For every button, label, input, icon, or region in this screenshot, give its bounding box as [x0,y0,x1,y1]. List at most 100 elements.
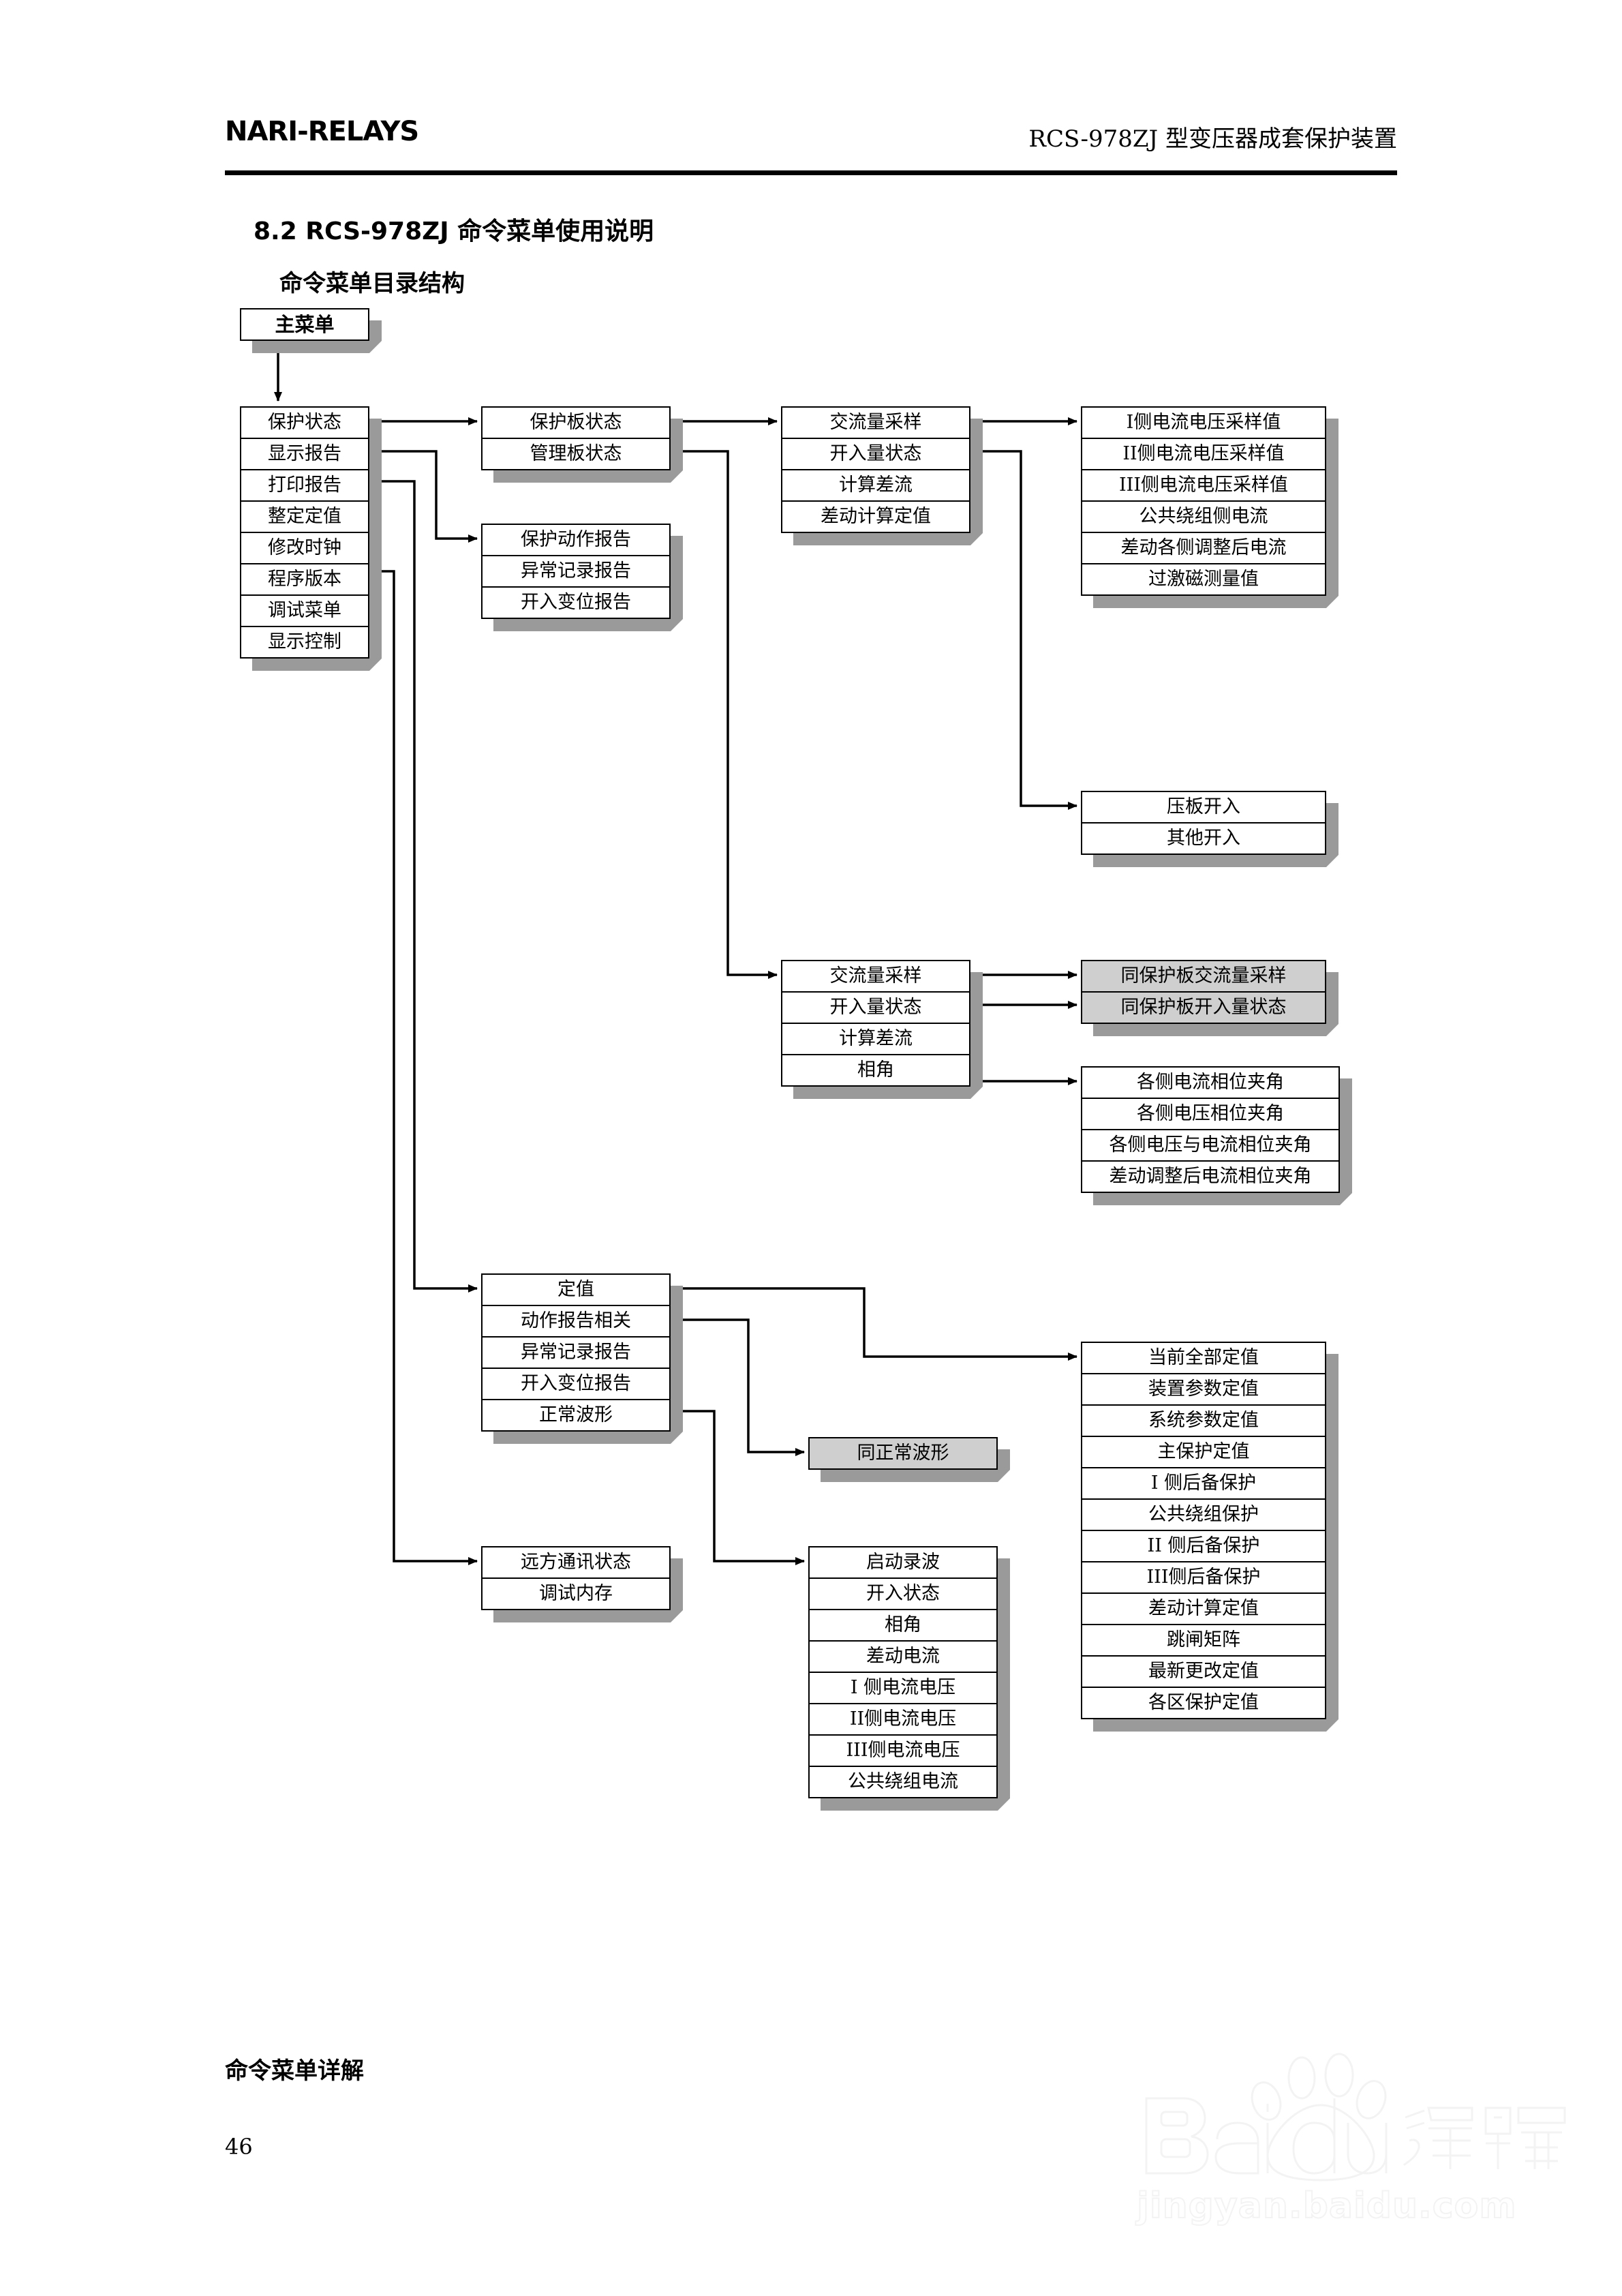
menu-item-all-current-settings[interactable]: 当前全部定值 [1082,1343,1325,1374]
menu-item-remote-comm-status[interactable]: 远方通讯状态 [483,1547,669,1579]
node-group-same-board: 同保护板交流量采样 同保护板开入量状态 [1081,960,1326,1024]
menu-item-side-voltage-phase-angle[interactable]: 各侧电压相位夹角 [1082,1099,1338,1130]
node-group-binary-inputs: 压板开入 其他开入 [1081,791,1326,855]
menu-item-setting-value[interactable]: 定值 [483,1275,669,1306]
menu-item-debug-menu[interactable]: 调试菜单 [241,596,368,627]
node-group-main-menu: 主菜单 [240,308,369,341]
box-stack: 保护板状态 管理板状态 [481,406,671,470]
menu-item-trip-matrix[interactable]: 跳闸矩阵 [1082,1625,1325,1657]
menu-item-start-wave-record[interactable]: 启动录波 [810,1547,996,1579]
header-document-title: RCS-978ZJ 型变压器成套保护装置 [1028,125,1397,153]
menu-item-common-winding-current[interactable]: 公共绕组侧电流 [1082,502,1325,533]
menu-item-protection-action-report[interactable]: 保护动作报告 [483,525,669,556]
box-stack: 各侧电流相位夹角 各侧电压相位夹角 各侧电压与电流相位夹角 差动调整后电流相位夹… [1081,1066,1340,1193]
menu-item-side1-current-voltage-sample[interactable]: I侧电流电压采样值 [1082,408,1325,439]
menu-item-diff-calc-settings-2[interactable]: 差动计算定值 [1082,1594,1325,1625]
menu-item-ac-sampling[interactable]: 交流量采样 [782,408,969,439]
menu-item-side2-current-voltage-sample[interactable]: II侧电流电压采样值 [1082,439,1325,470]
menu-item-same-normal-waveform[interactable]: 同正常波形 [810,1438,996,1468]
menu-item-main-protection-settings[interactable]: 主保护定值 [1082,1437,1325,1468]
menu-item-action-report-related[interactable]: 动作报告相关 [483,1306,669,1338]
box-stack: 启动录波 开入状态 相角 差动电流 I 侧电流电压 II侧电流电压 III侧电流… [808,1546,998,1798]
menu-item-modify-clock[interactable]: 修改时钟 [241,533,368,564]
menu-item-protection-board-status[interactable]: 保护板状态 [483,408,669,439]
menu-item-device-param-settings[interactable]: 装置参数定值 [1082,1374,1325,1406]
menu-item-diff-adjusted-current-phase-angle[interactable]: 差动调整后电流相位夹角 [1082,1162,1338,1192]
menu-item-side-current-phase-angle[interactable]: 各侧电流相位夹角 [1082,1068,1338,1099]
menu-item-other-input[interactable]: 其他开入 [1082,824,1325,854]
menu-item-management-board-status[interactable]: 管理板状态 [483,439,669,469]
menu-item-binary-change-report[interactable]: 开入变位报告 [483,588,669,618]
menu-item-binary-input-status[interactable]: 开入量状态 [782,439,969,470]
node-group-print-items: 定值 动作报告相关 异常记录报告 开入变位报告 正常波形 [481,1273,671,1432]
menu-item-phase-angle-2[interactable]: 相角 [810,1610,996,1642]
menu-item-normal-waveform[interactable]: 正常波形 [483,1400,669,1430]
node-group-board-status: 保护板状态 管理板状态 [481,406,671,470]
menu-item-side2-backup-protection[interactable]: II 侧后备保护 [1082,1531,1325,1562]
menu-item-differential-current[interactable]: 差动电流 [810,1642,996,1673]
menu-item-abnormal-record-report-2[interactable]: 异常记录报告 [483,1338,669,1369]
menu-item-side2-current-voltage[interactable]: II侧电流电压 [810,1704,996,1736]
menu-item-overexcitation-measurement[interactable]: 过激磁测量值 [1082,564,1325,594]
menu-item-diff-adjusted-current[interactable]: 差动各侧调整后电流 [1082,533,1325,564]
baidu-logo-icon [1145,2053,1566,2181]
box-stack: 交流量采样 开入量状态 计算差流 差动计算定值 [781,406,970,533]
box-stack: 主菜单 [240,308,369,341]
node-group-phase-angles: 各侧电流相位夹角 各侧电压相位夹角 各侧电压与电流相位夹角 差动调整后电流相位夹… [1081,1066,1340,1193]
node-group-level1: 保护状态 显示报告 打印报告 整定定值 修改时钟 程序版本 调试菜单 显示控制 [240,406,369,659]
menu-item-common-winding-current-2[interactable]: 公共绕组电流 [810,1767,996,1797]
box-stack: 交流量采样 开入量状态 计算差流 相角 [781,960,970,1087]
menu-item-same-board-binary-status[interactable]: 同保护板开入量状态 [1082,993,1325,1023]
footer-section-heading: 命令菜单详解 [225,2057,364,2085]
menu-item-protection-status[interactable]: 保护状态 [241,408,368,439]
document-header: NARI-RELAYS RCS-978ZJ 型变压器成套保护装置 [225,115,1397,169]
menu-item-binary-status[interactable]: 开入状态 [810,1579,996,1610]
menu-item-side3-current-voltage[interactable]: III侧电流电压 [810,1736,996,1767]
menu-item-binary-change-report-2[interactable]: 开入变位报告 [483,1369,669,1400]
box-stack: 当前全部定值 装置参数定值 系统参数定值 主保护定值 I 侧后备保护 公共绕组保… [1081,1342,1326,1719]
menu-item-diff-calc-setting[interactable]: 差动计算定值 [782,502,969,532]
box-stack: 保护状态 显示报告 打印报告 整定定值 修改时钟 程序版本 调试菜单 显示控制 [240,406,369,659]
menu-item-ac-sampling-2[interactable]: 交流量采样 [782,961,969,993]
box-stack: I侧电流电压采样值 II侧电流电压采样值 III侧电流电压采样值 公共绕组侧电流… [1081,406,1326,596]
menu-item-side1-backup-protection[interactable]: I 侧后备保护 [1082,1468,1325,1500]
menu-item-debug-memory[interactable]: 调试内存 [483,1579,669,1609]
menu-item-print-report[interactable]: 打印报告 [241,470,368,502]
brand-logo-text: NARI-RELAYS [225,116,419,147]
node-group-wave-record: 启动录波 开入状态 相角 差动电流 I 侧电流电压 II侧电流电压 III侧电流… [808,1546,998,1798]
menu-item-binary-input-status-2[interactable]: 开入量状态 [782,993,969,1024]
menu-item-display-control[interactable]: 显示控制 [241,627,368,657]
menu-item-set-values[interactable]: 整定定值 [241,502,368,533]
menu-item-zone-protection-settings[interactable]: 各区保护定值 [1082,1688,1325,1718]
menu-item-calculated-diff-current[interactable]: 计算差流 [782,470,969,502]
node-group-settings: 当前全部定值 装置参数定值 系统参数定值 主保护定值 I 侧后备保护 公共绕组保… [1081,1342,1326,1719]
menu-item-latest-changed-settings[interactable]: 最新更改定值 [1082,1657,1325,1688]
menu-item-side3-current-voltage-sample[interactable]: III侧电流电压采样值 [1082,470,1325,502]
menu-item-abnormal-record-report[interactable]: 异常记录报告 [483,556,669,588]
page-number: 46 [225,2134,253,2160]
node-group-sampling-values: I侧电流电压采样值 II侧电流电压采样值 III侧电流电压采样值 公共绕组侧电流… [1081,406,1326,596]
menu-item-same-board-ac-sampling[interactable]: 同保护板交流量采样 [1082,961,1325,993]
menu-item-common-winding-protection[interactable]: 公共绕组保护 [1082,1500,1325,1531]
node-group-same-waveform: 同正常波形 [808,1437,998,1470]
node-group-reports: 保护动作报告 异常记录报告 开入变位报告 [481,524,671,619]
menu-item-calculated-diff-current-2[interactable]: 计算差流 [782,1024,969,1055]
menu-item-pressplate-input[interactable]: 压板开入 [1082,792,1325,824]
menu-item-program-version[interactable]: 程序版本 [241,564,368,596]
box-stack: 定值 动作报告相关 异常记录报告 开入变位报告 正常波形 [481,1273,671,1432]
header-divider-rule [225,170,1397,175]
watermark-url: jingyan.baidu.com [1136,2185,1517,2227]
subsection-heading: 命令菜单目录结构 [279,270,465,297]
menu-item-display-report[interactable]: 显示报告 [241,439,368,470]
menu-item-main-menu[interactable]: 主菜单 [241,309,368,339]
box-stack: 同正常波形 [808,1437,998,1470]
menu-item-side1-current-voltage[interactable]: I 侧电流电压 [810,1673,996,1704]
node-group-ac-sampling-1: 交流量采样 开入量状态 计算差流 差动计算定值 [781,406,970,533]
menu-item-side3-backup-protection[interactable]: III侧后备保护 [1082,1562,1325,1594]
menu-item-system-param-settings[interactable]: 系统参数定值 [1082,1406,1325,1437]
baidu-jingyan-watermark: jingyan.baidu.com [1131,2052,1581,2256]
box-stack: 压板开入 其他开入 [1081,791,1326,855]
menu-item-phase-angle[interactable]: 相角 [782,1055,969,1085]
menu-item-side-voltage-current-phase-angle[interactable]: 各侧电压与电流相位夹角 [1082,1130,1338,1162]
